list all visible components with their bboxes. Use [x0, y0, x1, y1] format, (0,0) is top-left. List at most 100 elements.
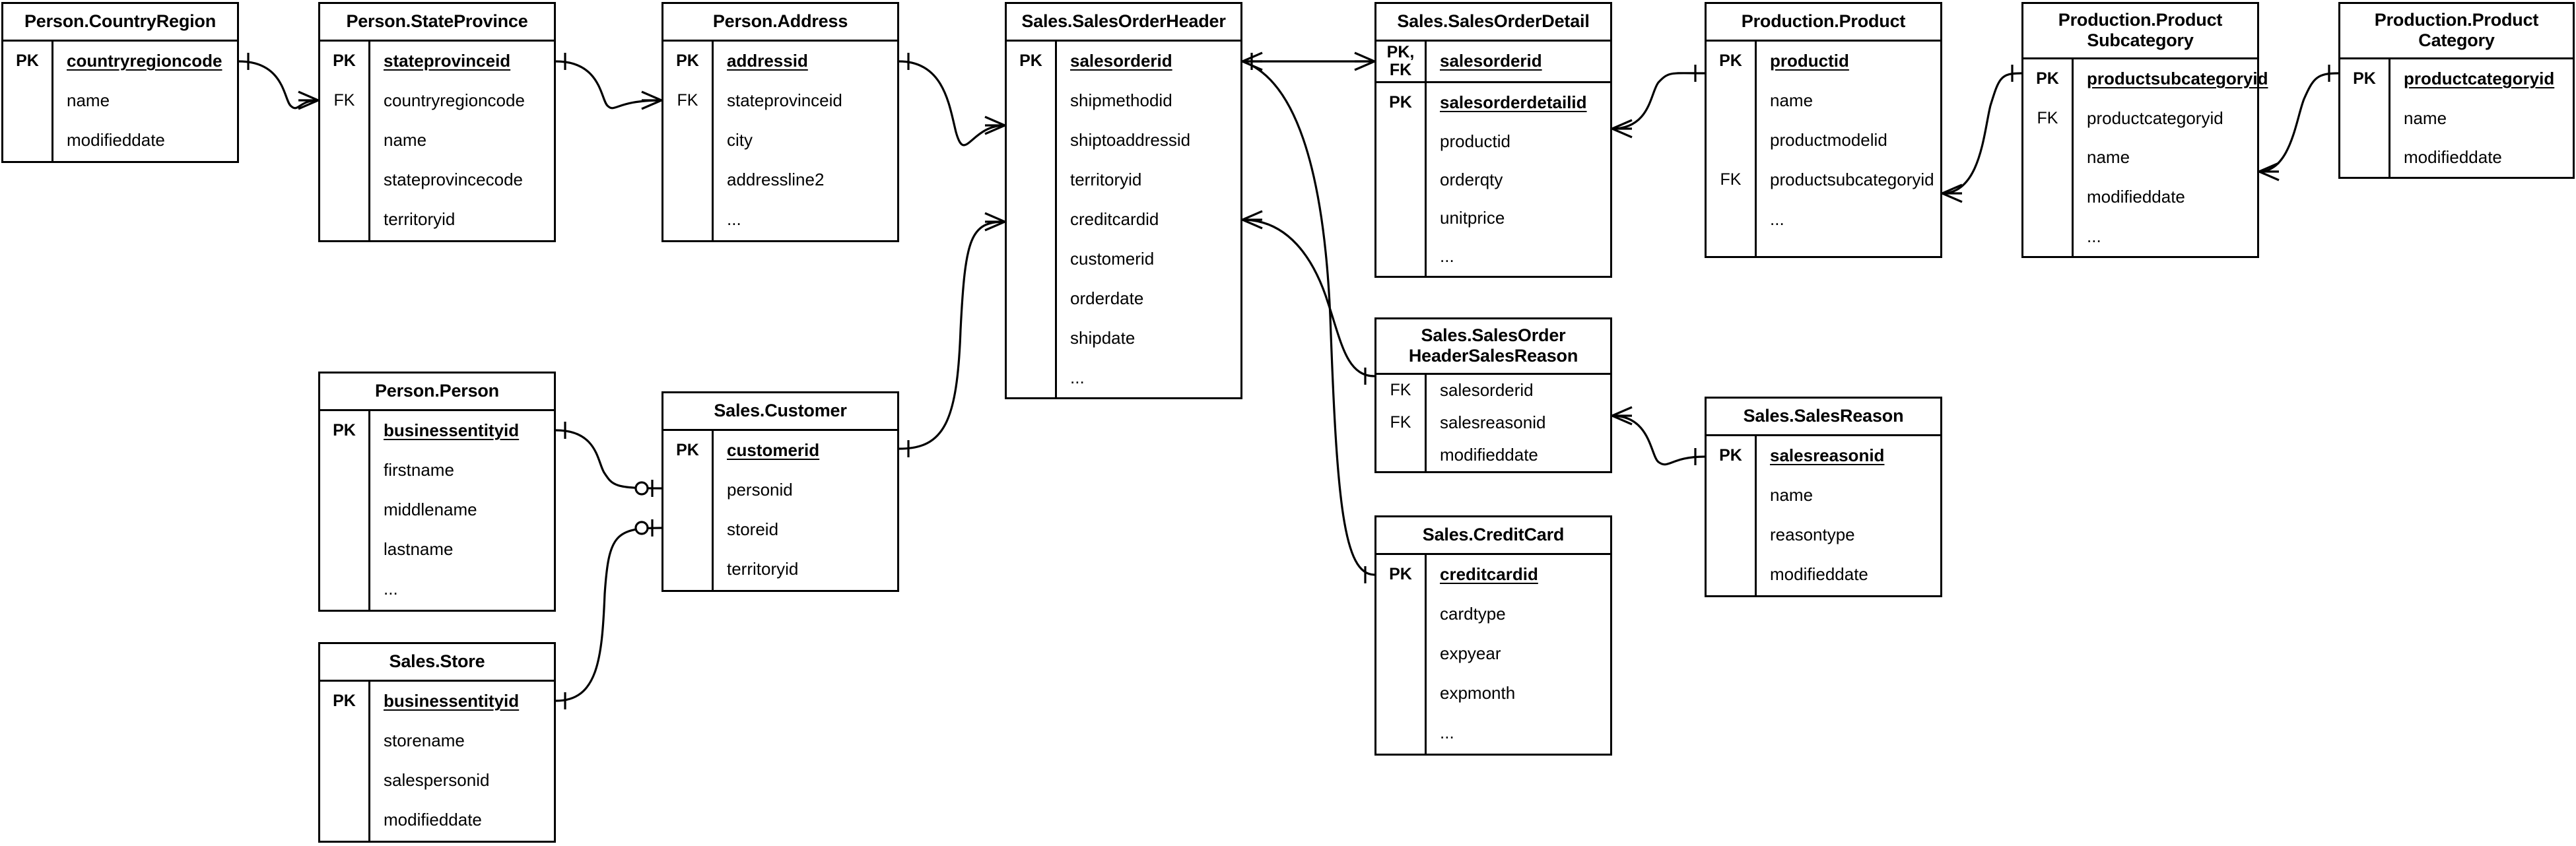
attribute-key-tag	[1707, 200, 1755, 240]
edge-rel-stateprovince-address	[555, 60, 662, 110]
crows-foot-prong	[984, 115, 1005, 127]
spacer	[384, 840, 554, 841]
attribute-key-column	[1707, 475, 1757, 595]
attribute-name: creditcardid	[1070, 209, 1159, 229]
crows-foot-prong	[1354, 60, 1375, 71]
attribute-name: countryregioncode	[384, 90, 525, 111]
edge-rel-product-productsubcategory	[1942, 72, 2022, 195]
crows-foot-prong	[2258, 170, 2280, 181]
attribute-name: productid	[1440, 131, 1510, 152]
key-tag: PK	[2340, 59, 2390, 99]
attribute-key-tag	[1376, 634, 1425, 674]
attribute-key-tag	[1376, 595, 1425, 634]
spacer	[1770, 240, 1940, 256]
attribute-name: ...	[1440, 246, 1454, 267]
edge-rel-salesorderheadersalesreason-salesreason	[1611, 414, 1705, 466]
key-tag: PK	[320, 410, 370, 451]
attribute-key-tag	[2340, 138, 2389, 177]
spacer	[67, 160, 237, 161]
attribute-name: modifieddate	[1770, 564, 1868, 585]
crows-foot-prong	[984, 220, 1005, 232]
edge-rel-address-salesorderheader	[898, 60, 1005, 146]
attribute-name: storename	[384, 731, 465, 751]
cardinality-many-marker	[1242, 210, 1263, 230]
attribute-key-tag	[1376, 713, 1425, 753]
key-row: PK businessentityid	[320, 410, 554, 451]
attribute-name: salesorderid	[1440, 380, 1534, 401]
attribute-name: modifieddate	[2404, 146, 2502, 167]
attribute-name: name	[2087, 147, 2130, 168]
key-field-name: businessentityid	[384, 420, 520, 441]
cardinality-many-marker	[984, 115, 1005, 135]
key-field-name: stateprovinceid	[384, 51, 511, 71]
attribute-key-tag	[2023, 216, 2072, 256]
entity-title: Person.Person	[320, 374, 554, 411]
entity-title: Production.Product Subcategory	[2023, 4, 2257, 59]
entity-title: Sales.SalesReason	[1707, 399, 1940, 436]
attribute-name: personid	[727, 480, 793, 500]
crows-foot-prong	[298, 99, 319, 110]
attribute-key-tag	[663, 510, 712, 550]
attribute-key-tag	[663, 471, 712, 510]
attribute-key-column: FK	[663, 81, 714, 240]
key-field-name: creditcardid	[1440, 564, 1538, 585]
key-tag: PK	[663, 430, 714, 471]
attribute-key-tag	[320, 569, 368, 609]
attribute-name: productmodelid	[1770, 130, 1887, 150]
spacer	[3, 160, 51, 161]
crows-foot-prong	[1242, 218, 1263, 230]
attribute-key-tag	[663, 550, 712, 589]
attribute-key-tag: FK	[2037, 108, 2058, 127]
attribute-key-tag	[2340, 99, 2389, 138]
attribute-key-column	[3, 81, 53, 161]
attribute-name: territoryid	[1070, 170, 1142, 190]
cardinality-zero-or-one-marker	[634, 480, 654, 497]
attribute-key-tag: FK	[677, 91, 698, 110]
attribute-name: name	[2404, 108, 2447, 128]
attribute-name: stateprovinceid	[727, 90, 842, 111]
edge-rel-salesorderheader-creditcard	[1242, 60, 1375, 576]
attribute-key-tag	[1376, 674, 1425, 713]
attribute-name: name	[67, 90, 110, 111]
entity-title: Sales.Store	[320, 644, 554, 682]
attribute-key-tag	[1007, 160, 1055, 200]
key-tag: PK	[1376, 82, 1427, 123]
attribute-name: orderqty	[1440, 170, 1503, 190]
edge-rel-productsubcategory-productcategory	[2258, 72, 2339, 173]
entity-title: Production.Product Category	[2340, 4, 2573, 59]
crows-foot-prong	[641, 90, 662, 102]
